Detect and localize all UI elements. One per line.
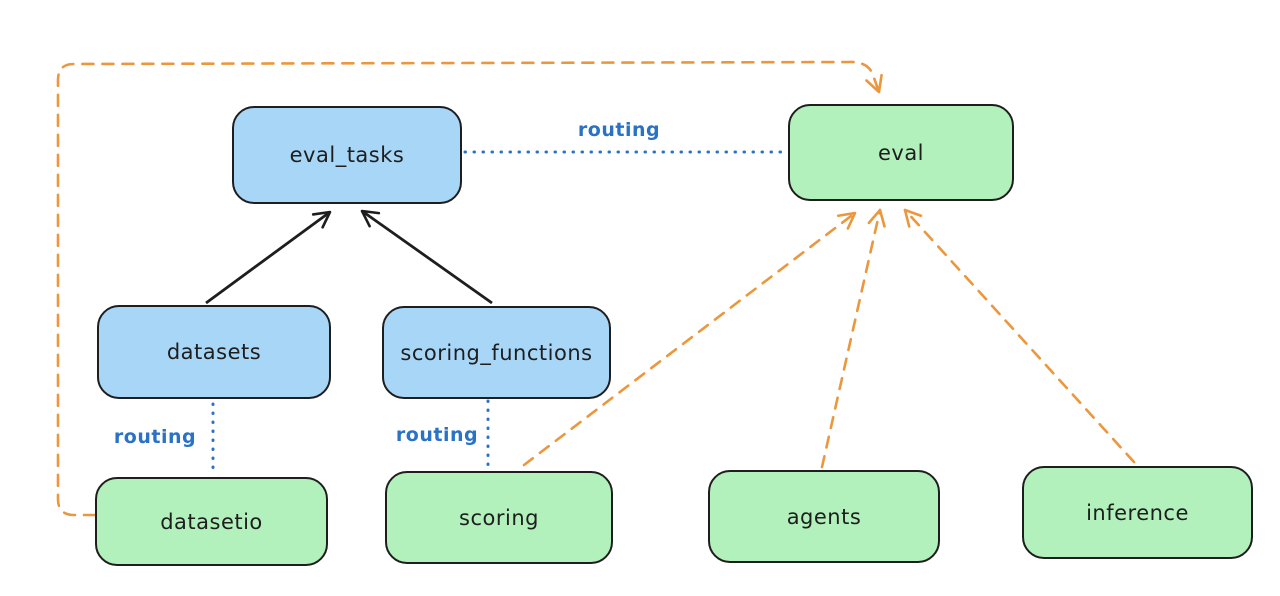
- node-scoring-functions: scoring_functions: [382, 306, 611, 399]
- node-datasetio-label: datasetio: [160, 509, 263, 534]
- node-agents-label: agents: [786, 504, 862, 529]
- edge-agents-to-eval: [820, 208, 886, 469]
- edge-scoring-to-eval: [522, 211, 857, 467]
- node-inference-label: inference: [1086, 500, 1189, 525]
- edge-datasets-to-eval-tasks: [205, 210, 332, 305]
- edge-datasetio-to-eval: [56, 60, 883, 517]
- node-datasetio: datasetio: [95, 477, 328, 566]
- node-eval: eval: [788, 104, 1014, 201]
- node-eval-label: eval: [877, 140, 925, 165]
- node-scoring-label: scoring: [459, 505, 539, 530]
- node-datasets-label: datasets: [166, 340, 262, 364]
- node-eval-tasks-label: eval_tasks: [289, 143, 405, 167]
- node-agents: agents: [708, 470, 940, 563]
- edge-label-routing-eval-tasks-eval: routing: [577, 119, 661, 141]
- edge-scoring-functions-to-eval-tasks: [360, 209, 493, 305]
- edge-inference-to-eval: [903, 208, 1136, 464]
- edge-label-routing-scoring-functions-scoring: routing: [395, 424, 479, 446]
- node-datasets: datasets: [97, 305, 331, 399]
- edge-label-routing-datasets-datasetio: routing: [113, 426, 197, 448]
- node-inference: inference: [1022, 466, 1253, 559]
- node-scoring: scoring: [385, 471, 613, 564]
- node-eval-tasks: eval_tasks: [232, 106, 462, 204]
- node-scoring-functions-label: scoring_functions: [400, 340, 593, 365]
